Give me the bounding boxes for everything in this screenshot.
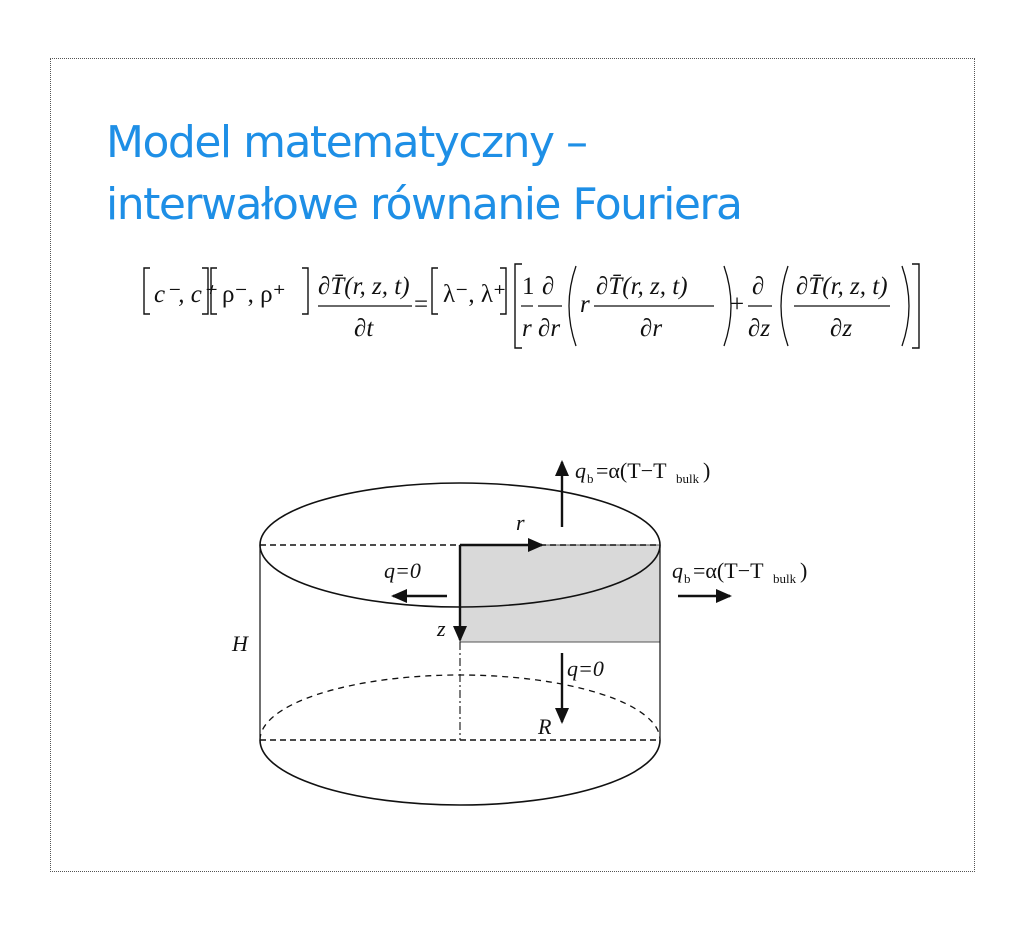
eq-dT-num-2: ∂T̄(r, z, t) bbox=[596, 273, 688, 300]
symmetry-flux-label: q=0 bbox=[384, 558, 421, 583]
bracket bbox=[431, 267, 507, 315]
q: q bbox=[672, 558, 683, 583]
eq-dz-den: ∂z bbox=[830, 315, 852, 342]
eq-plus: + bbox=[730, 291, 744, 318]
title-line-1: Model matematyczny – bbox=[106, 117, 588, 168]
eq-one: 1 bbox=[522, 273, 535, 300]
top-flux-label: q b =α(T−T bulk ) bbox=[575, 458, 710, 486]
eq-dT-num-3: ∂T̄(r, z, t) bbox=[796, 273, 888, 300]
alpha-expr: =α(T−T bbox=[693, 558, 764, 583]
cylinder-diagram bbox=[259, 460, 732, 806]
q-sub: b bbox=[684, 571, 691, 586]
side-flux-label: q b =α(T−T bulk ) bbox=[672, 558, 807, 586]
eq-rho-interval: ρ⁻, ρ⁺ bbox=[222, 281, 286, 308]
bottom-flux-label: q=0 bbox=[567, 656, 604, 681]
bottom-front-arc bbox=[259, 739, 661, 806]
q-sub: b bbox=[587, 471, 594, 486]
slide-frame bbox=[50, 58, 975, 872]
bulk-sub: bulk bbox=[676, 471, 700, 486]
eq-dz: ∂z bbox=[748, 315, 770, 342]
axis-r-label: r bbox=[516, 510, 525, 535]
alpha-expr: =α(T−T bbox=[596, 458, 667, 483]
bulk-sub: bulk bbox=[773, 571, 797, 586]
eq-r-den: r bbox=[522, 315, 532, 342]
eq-partial: ∂ bbox=[542, 273, 554, 300]
eq-dr: ∂r bbox=[538, 315, 560, 342]
height-label: H bbox=[231, 631, 249, 656]
bracket bbox=[143, 267, 209, 315]
paren: ) bbox=[703, 458, 710, 483]
eq-dr-den: ∂r bbox=[640, 315, 662, 342]
eq-c-interval: c⁻, c⁺ bbox=[154, 281, 217, 308]
slide-title: Model matematyczny – interwałowe równani… bbox=[106, 112, 743, 236]
eq-partial-2: ∂ bbox=[752, 273, 764, 300]
eq-lambda-interval: λ⁻, λ⁺ bbox=[443, 281, 506, 308]
shaded-domain bbox=[459, 544, 661, 643]
big-bracket bbox=[514, 263, 920, 349]
eq-r: r bbox=[580, 291, 590, 318]
axis-z-label: z bbox=[436, 616, 446, 641]
bracket bbox=[210, 267, 309, 315]
eq-equals: = bbox=[414, 291, 428, 318]
radius-label: R bbox=[537, 714, 552, 739]
eq-dT-num: ∂T̄(r, z, t) bbox=[318, 273, 410, 300]
paren: ) bbox=[800, 558, 807, 583]
title-line-2: interwałowe równanie Fouriera bbox=[106, 179, 743, 230]
eq-dt-den: ∂t bbox=[354, 315, 374, 342]
q: q bbox=[575, 458, 586, 483]
